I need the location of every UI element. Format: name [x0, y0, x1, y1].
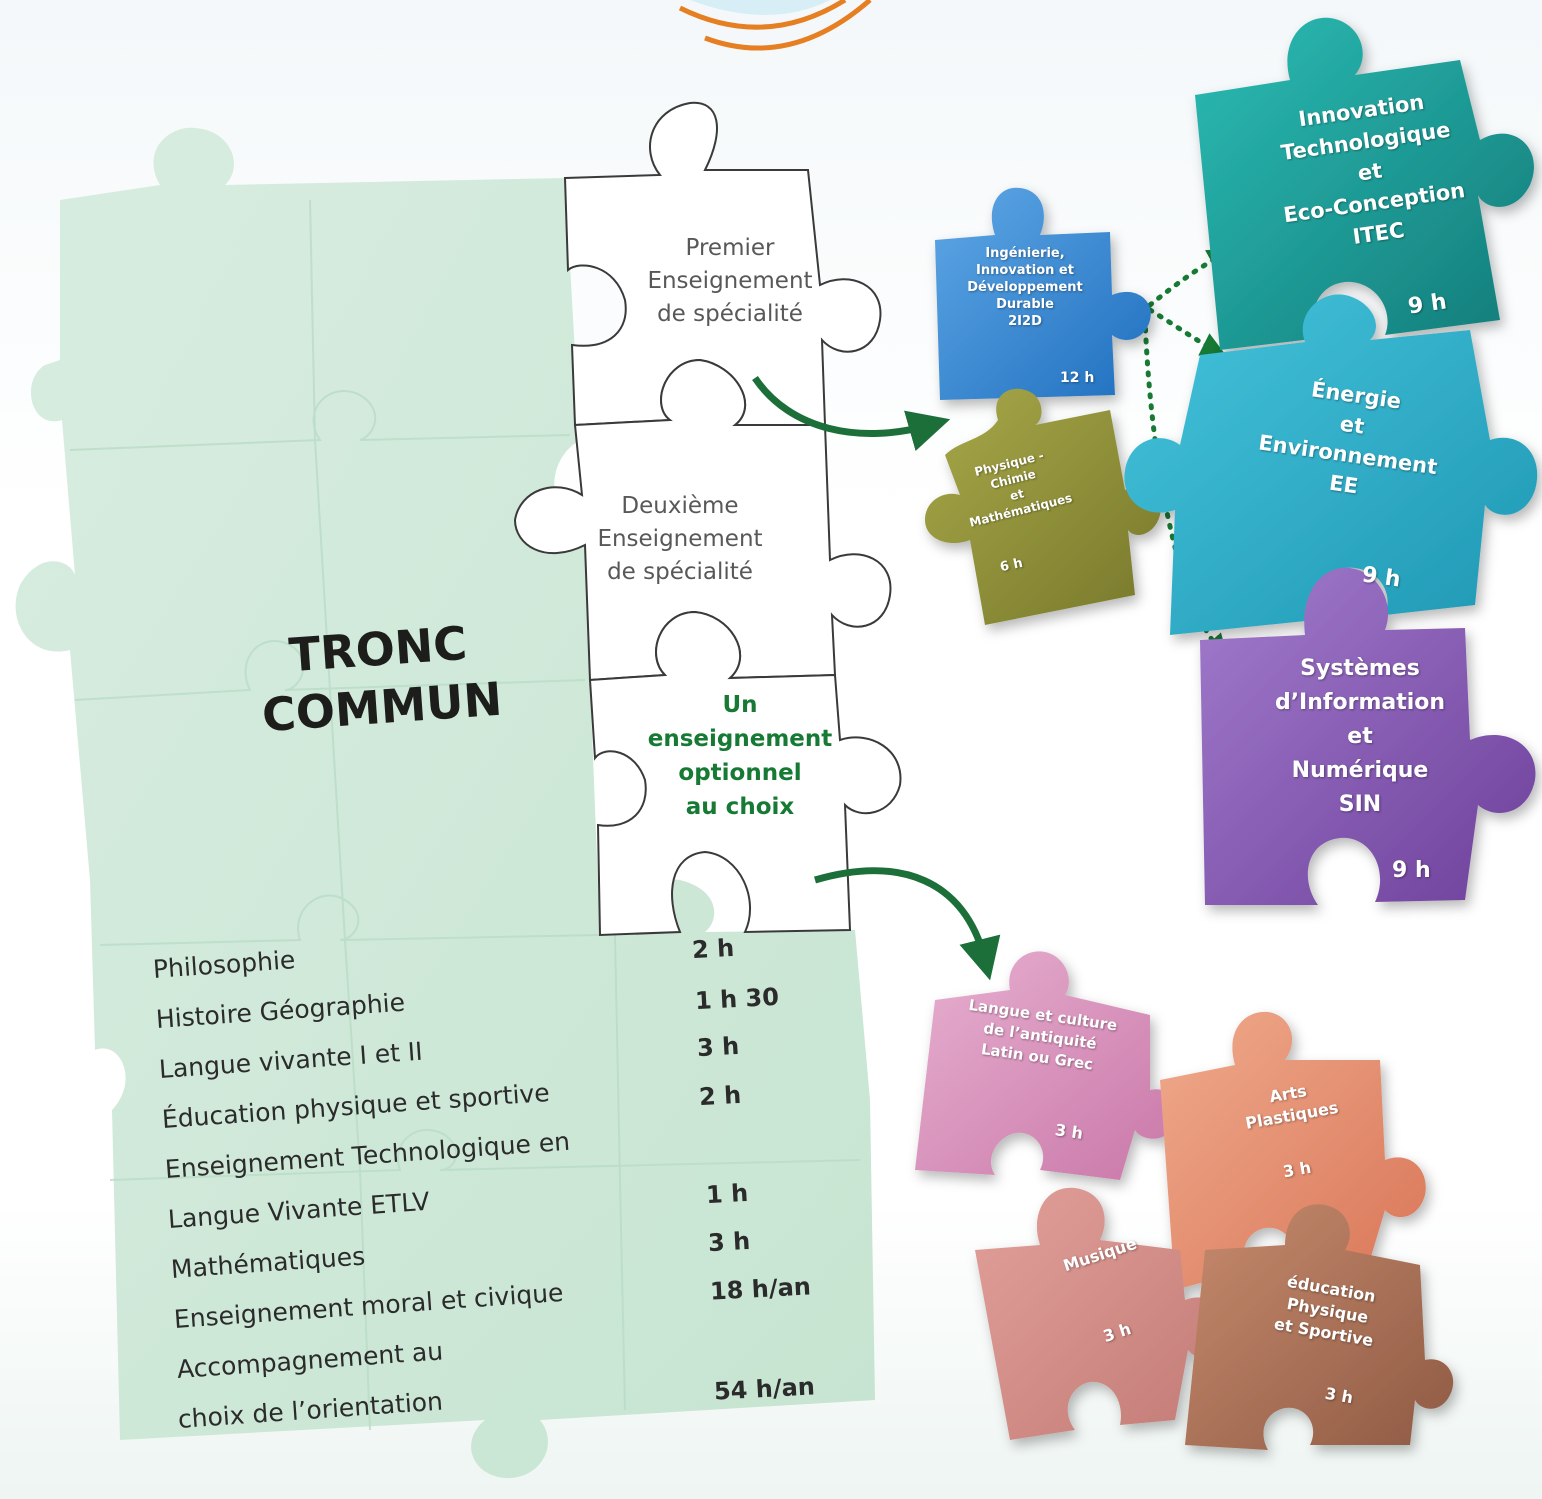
puzzle-i2d	[935, 187, 1151, 400]
label-sin: Systèmes d’Information et Numérique SIN	[1250, 652, 1470, 822]
hours-itec: 9 h	[1406, 289, 1449, 320]
slot-second-text: Deuxième Enseignement de spécialité	[575, 490, 785, 589]
arrow-to-specialities	[752, 376, 951, 451]
slot-first-line: de spécialité	[657, 301, 803, 327]
subject-hours: 3 h	[707, 1226, 751, 1258]
sin-line: SIN	[1338, 792, 1382, 817]
subject-hours: 3 h	[696, 1031, 740, 1063]
sin-line: Systèmes	[1300, 656, 1420, 681]
slot-optional-line: optionnel	[678, 760, 802, 786]
slot-optional-line: enseignement	[647, 726, 833, 752]
i2d-line: Innovation et	[976, 263, 1074, 278]
i2d-line: 2I2D	[1008, 314, 1042, 329]
hours-ee: 9 h	[1360, 562, 1403, 593]
slot-optional-line: au choix	[685, 794, 795, 820]
sin-line: et	[1347, 724, 1373, 749]
slot-first-piece	[563, 101, 882, 427]
slot-second-line: Deuxième	[621, 493, 739, 519]
puzzle-eps	[1185, 1204, 1454, 1450]
slot-second-line: Enseignement	[597, 526, 763, 552]
slot-pieces	[513, 101, 902, 937]
slot-optional-piece	[588, 610, 902, 937]
slot-first-line: Enseignement	[647, 268, 813, 294]
subject-hours: 2 h	[698, 1080, 742, 1112]
slot-optional-line: Un	[722, 692, 758, 718]
subject-hours: 1 h	[705, 1178, 749, 1210]
sin-line: d’Information	[1274, 690, 1446, 715]
puzzle-itec	[1195, 17, 1534, 350]
hours-latin: 3 h	[1053, 1120, 1085, 1143]
puzzle-musique	[975, 1187, 1231, 1440]
slot-optional-text: Un enseignement optionnel au choix	[635, 688, 845, 824]
slot-first-text: Premier Enseignement de spécialité	[625, 232, 835, 331]
slot-first-line: Premier	[685, 235, 775, 261]
subject-hours: 1 h 30	[694, 982, 780, 1016]
subject-hours: 2 h	[691, 933, 735, 965]
i2d-line: Ingénierie,	[985, 246, 1065, 261]
i2d-line: Durable	[996, 297, 1054, 312]
arrow-to-options	[814, 867, 1001, 981]
tronc-commun-title: TRONC COMMUN	[246, 611, 513, 745]
slot-second-line: de spécialité	[607, 559, 753, 585]
label-i2d: Ingénierie, Innovation et Développement …	[950, 245, 1100, 330]
top-logo-arcs	[678, 0, 872, 51]
hours-i2d: 12 h	[1060, 370, 1095, 386]
subject-hours: 54 h/an	[713, 1372, 816, 1406]
sin-line: Numérique	[1291, 758, 1429, 783]
puzzle-arts	[1160, 1011, 1426, 1290]
core-puzzle-block	[15, 127, 876, 1479]
puzzle-latin	[915, 951, 1179, 1180]
subject-hours: 18 h/an	[709, 1272, 812, 1306]
puzzle-ee	[1124, 294, 1538, 635]
puzzle-pcm	[925, 388, 1161, 625]
puzzle-sin	[1200, 567, 1536, 905]
i2d-line: Développement	[967, 280, 1083, 295]
hours-sin: 9 h	[1392, 858, 1431, 883]
